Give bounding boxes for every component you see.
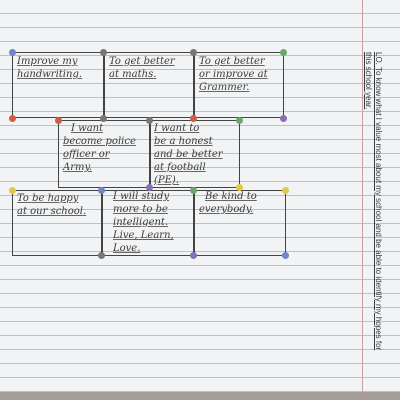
corner-dot	[190, 115, 197, 122]
hope-5-text: I want to be a honest and be better at f…	[154, 123, 223, 186]
corner-dot	[190, 252, 197, 259]
corner-dot	[9, 115, 16, 122]
corner-dot	[98, 252, 105, 259]
corner-dot	[282, 187, 289, 194]
margin-line	[362, 0, 363, 392]
corner-dot	[146, 184, 153, 191]
objective-line-1: LO. To know what I value most about my s…	[374, 52, 383, 351]
corner-dot	[236, 117, 243, 124]
corner-dot	[236, 184, 243, 191]
hope-2-text: To get better at maths.	[109, 56, 175, 80]
hope-3-text: To get better or improve at Grammer.	[199, 56, 268, 93]
corner-dot	[146, 117, 153, 124]
corner-dot	[9, 49, 16, 56]
objective-line-2: this school year.	[364, 52, 373, 110]
corner-dot	[98, 187, 105, 194]
hope-4-text: I want become police officer or Army.	[63, 123, 136, 173]
corner-dot	[282, 252, 289, 259]
corner-dot	[190, 49, 197, 56]
corner-dot	[280, 115, 287, 122]
corner-dot	[100, 49, 107, 56]
hope-8-text: Be kind to everybody.	[199, 191, 257, 215]
corner-dot	[9, 187, 16, 194]
corner-dot	[190, 187, 197, 194]
corner-dot	[280, 49, 287, 56]
hope-7-text: I will study more to be intelligent. Liv…	[113, 191, 174, 254]
corner-dot	[55, 117, 62, 124]
desk-background	[0, 392, 400, 400]
corner-dot	[100, 115, 107, 122]
hope-box-6	[12, 190, 102, 256]
hope-1-text: Improve my handwriting.	[17, 56, 83, 80]
hope-6-text: To be happy at our school.	[17, 193, 87, 217]
